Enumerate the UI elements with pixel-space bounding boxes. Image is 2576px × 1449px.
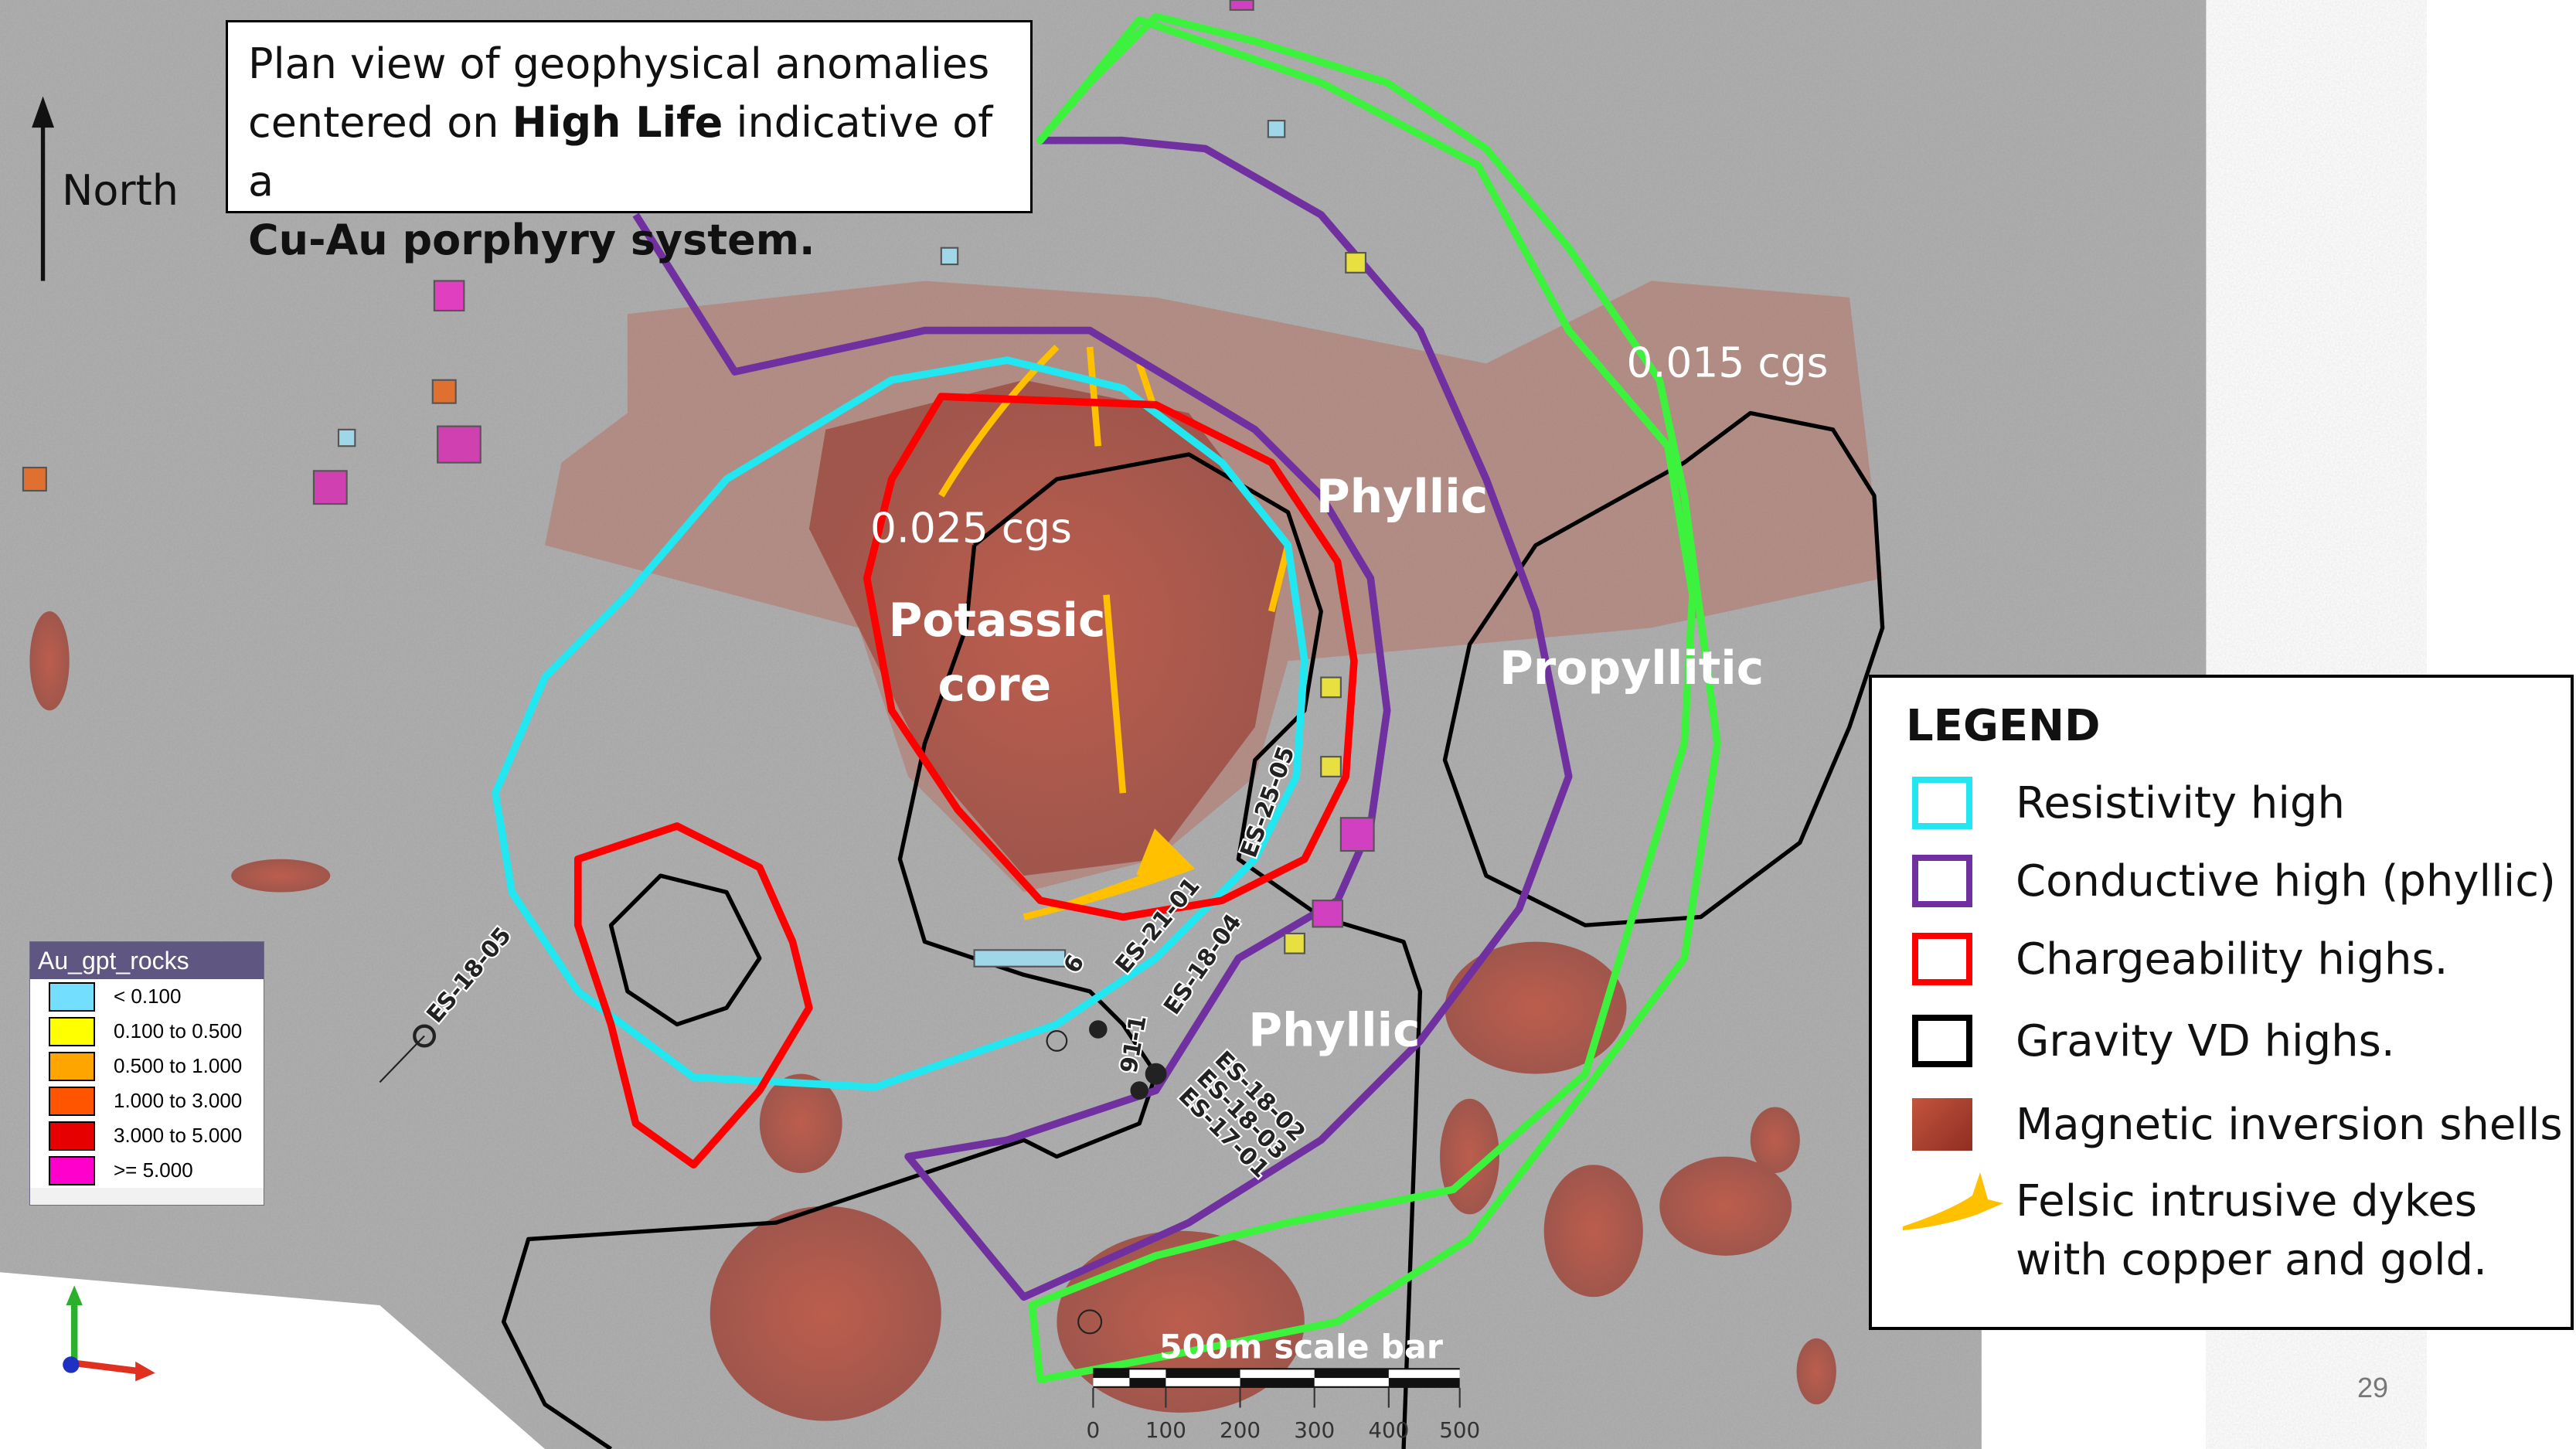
title-line-2: centered on High Life indicative of a bbox=[248, 94, 1010, 211]
chargeability-high-outline-2 bbox=[573, 822, 813, 1169]
propyllitic-outline bbox=[1028, 12, 1721, 1384]
felsic-dykes bbox=[938, 344, 1291, 920]
title-highlight: High Life bbox=[512, 98, 723, 147]
au-legend-label: < 0.100 bbox=[114, 985, 182, 1008]
au-legend-row: 0.500 to 1.000 bbox=[30, 1049, 264, 1083]
title-line-1: Plan view of geophysical anomalies bbox=[248, 39, 990, 88]
label-potassic: Potassic bbox=[888, 594, 1105, 648]
title-box: Plan view of geophysical anomalies cente… bbox=[226, 20, 1033, 264]
au-legend-label: 1.000 to 3.000 bbox=[114, 1089, 243, 1112]
label-0025-cgs: 0.025 cgs bbox=[870, 503, 1072, 552]
legend-title: LEGEND bbox=[1906, 701, 2101, 751]
legend-item-resistivity: Resistivity high bbox=[1912, 777, 2345, 829]
legend-label: Felsic intrusive dykes with copper and go… bbox=[2016, 1172, 2487, 1290]
magnetic-inversion-shells bbox=[29, 281, 1883, 1421]
label-0015-cgs: 0.015 cgs bbox=[1626, 338, 1828, 386]
color-swatch bbox=[49, 1155, 95, 1185]
chargeability-swatch bbox=[1912, 933, 1972, 985]
legend-label: Resistivity high bbox=[2016, 777, 2345, 828]
label-phyllic-top: Phyllic bbox=[1316, 470, 1488, 524]
dyke-label-line2: with copper and gold. bbox=[2016, 1235, 2487, 1285]
scale-tick: 400 bbox=[1368, 1417, 1409, 1443]
color-swatch bbox=[49, 1051, 95, 1081]
au-legend-row: >= 5.000 bbox=[30, 1153, 264, 1188]
title-text: indicative of a bbox=[248, 98, 993, 206]
north-arrow-icon bbox=[32, 96, 55, 281]
rock-samples bbox=[22, 0, 1375, 968]
title-bold: Cu-Au porphyry system. bbox=[248, 216, 815, 264]
au-legend-label: 3.000 to 5.000 bbox=[114, 1124, 243, 1147]
north-label: North bbox=[62, 166, 179, 215]
au-legend-row: < 0.100 bbox=[30, 979, 264, 1014]
chargeability-high-outline bbox=[863, 393, 1358, 921]
au-legend-label: 0.500 to 1.000 bbox=[114, 1054, 243, 1077]
scale-tick: 0 bbox=[1087, 1417, 1101, 1443]
legend: LEGEND Resistivity high Conductive high … bbox=[1869, 675, 2574, 1330]
resistivity-swatch bbox=[1912, 777, 1972, 829]
resistivity-high-outline bbox=[492, 356, 1308, 1091]
felsic-dyke-icon bbox=[1903, 1172, 2003, 1230]
legend-label: Chargeability highs. bbox=[2016, 934, 2448, 985]
au-legend-label: >= 5.000 bbox=[114, 1158, 193, 1182]
axis-triad-icon bbox=[63, 1285, 155, 1382]
legend-label: Magnetic inversion shells bbox=[2016, 1099, 2563, 1150]
scale-tick: 100 bbox=[1145, 1417, 1186, 1443]
au-legend-row: 0.100 to 0.500 bbox=[30, 1014, 264, 1049]
label-core: core bbox=[938, 658, 1052, 712]
au-legend-label: 0.100 to 0.500 bbox=[114, 1019, 243, 1043]
color-swatch bbox=[49, 1121, 95, 1151]
scale-tick: 500 bbox=[1439, 1417, 1480, 1443]
label-propyllitic: Propyllitic bbox=[1499, 641, 1764, 696]
page-number: 29 bbox=[2357, 1372, 2389, 1403]
au-legend-row: 1.000 to 3.000 bbox=[30, 1083, 264, 1118]
color-swatch bbox=[49, 1016, 95, 1046]
magnetic-swatch bbox=[1912, 1098, 1972, 1151]
scale-tick: 200 bbox=[1220, 1417, 1261, 1443]
dyke-label-line1: Felsic intrusive dykes bbox=[2016, 1176, 2477, 1226]
legend-item-conductive: Conductive high (phyllic) bbox=[1912, 855, 2556, 907]
conductive-swatch bbox=[1912, 855, 1972, 907]
scale-bar-title: 500m scale bar bbox=[1159, 1328, 1443, 1366]
drillholes bbox=[379, 1020, 1167, 1335]
conductive-high-outline bbox=[632, 136, 1573, 1301]
legend-item-chargeability: Chargeability highs. bbox=[1912, 933, 2448, 985]
legend-item-gravity: Gravity VD highs. bbox=[1912, 1015, 2395, 1067]
gravity-swatch bbox=[1912, 1015, 1972, 1067]
title-line-3: Cu-Au porphyry system. bbox=[248, 211, 1010, 270]
label-phyllic-bottom: Phyllic bbox=[1248, 1003, 1420, 1057]
legend-label: Conductive high (phyllic) bbox=[2016, 855, 2556, 906]
color-swatch bbox=[49, 1086, 95, 1116]
legend-label: Gravity VD highs. bbox=[2016, 1015, 2395, 1066]
legend-item-dykes: Felsic intrusive dykes with copper and go… bbox=[1903, 1172, 2487, 1290]
legend-item-magnetic: Magnetic inversion shells bbox=[1912, 1098, 2563, 1151]
title-text: centered on bbox=[248, 98, 512, 147]
au-legend-row: 3.000 to 5.000 bbox=[30, 1118, 264, 1153]
scale-bar: 0 100 200 300 400 500 bbox=[1087, 1368, 1480, 1443]
color-swatch bbox=[49, 981, 95, 1012]
au-legend-title: Au_gpt_rocks bbox=[30, 942, 264, 979]
scale-tick: 300 bbox=[1294, 1417, 1335, 1443]
au-gpt-rocks-legend: Au_gpt_rocks < 0.100 0.100 to 0.500 0.50… bbox=[29, 941, 264, 1206]
